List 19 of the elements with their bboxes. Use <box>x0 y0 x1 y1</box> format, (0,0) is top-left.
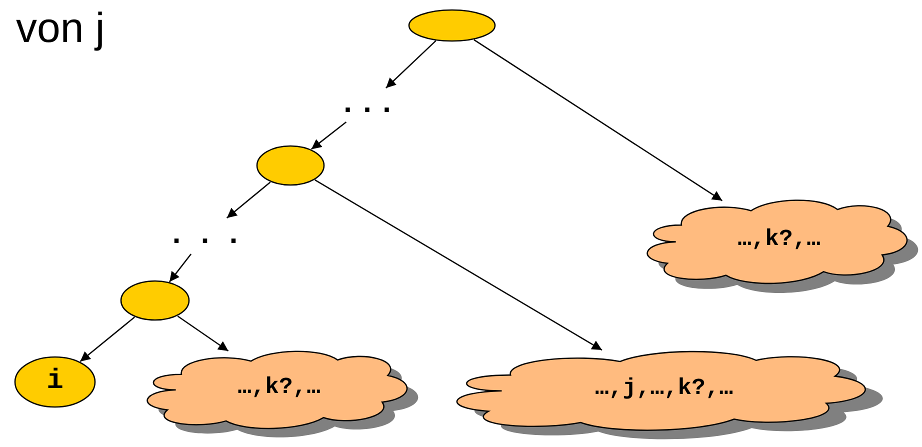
node-label: …,k?,… <box>238 373 320 401</box>
arrow <box>80 316 135 362</box>
ellipse-node <box>408 9 496 42</box>
node-label: …,j,…,k?,… <box>594 374 734 402</box>
node-label: …,k?,… <box>738 225 820 253</box>
ellipsis-text: ... <box>340 88 396 122</box>
arrow <box>474 39 723 202</box>
arrow <box>168 254 192 282</box>
arrow <box>386 40 436 88</box>
ellipse-node <box>120 280 190 321</box>
arrow <box>314 179 602 351</box>
title: von j <box>16 3 105 53</box>
ellipsis-text: ... <box>160 218 250 254</box>
arrow <box>226 182 271 218</box>
arrow <box>311 121 347 150</box>
node-label: i <box>46 366 64 398</box>
ellipse-node <box>14 356 96 408</box>
ellipse-node <box>256 145 325 186</box>
arrow <box>177 316 229 352</box>
